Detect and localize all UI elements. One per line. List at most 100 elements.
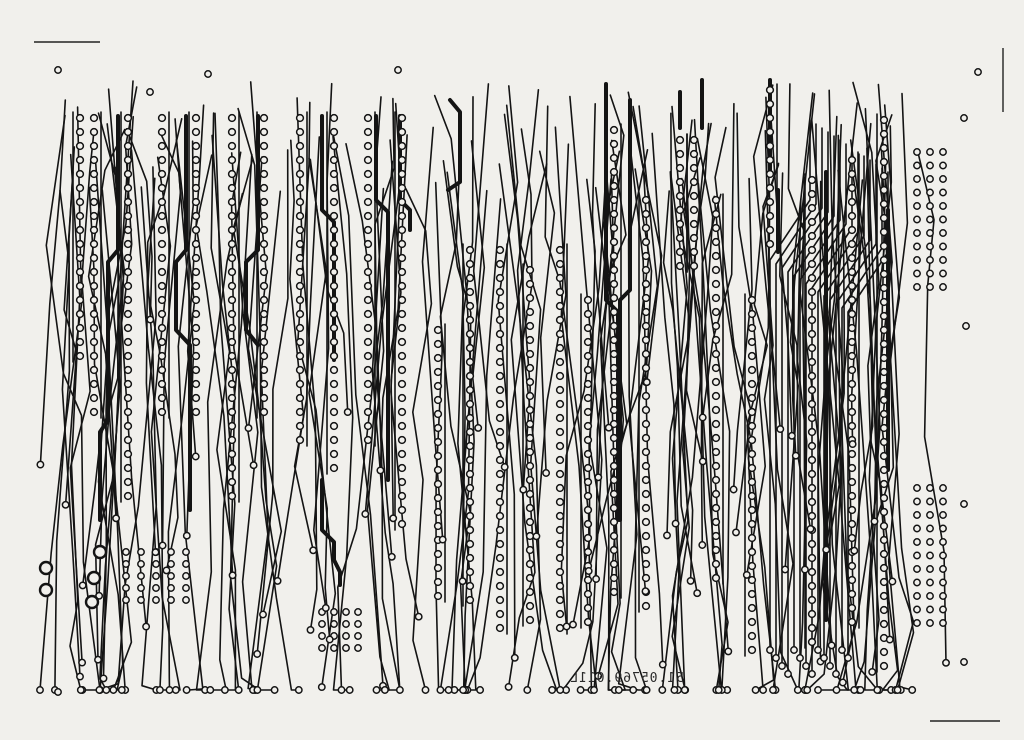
- pad: [75, 225, 85, 235]
- pad: [711, 559, 721, 569]
- pad: [259, 323, 269, 333]
- trace: [586, 178, 608, 691]
- grid-pad: [939, 175, 947, 183]
- pad: [879, 115, 889, 125]
- pad: [879, 171, 889, 181]
- pad: [75, 183, 85, 193]
- grid-pad: [926, 256, 934, 264]
- pad: [847, 365, 857, 375]
- pad: [711, 209, 721, 219]
- pad: [157, 253, 167, 263]
- pad: [555, 413, 565, 423]
- pad: [259, 113, 269, 123]
- pad: [89, 253, 99, 263]
- pad: [847, 421, 857, 431]
- pad: [397, 337, 407, 347]
- pad: [807, 343, 817, 353]
- pad: [879, 661, 889, 671]
- pad: [397, 407, 407, 417]
- pad: [123, 127, 133, 137]
- pad: [609, 223, 619, 233]
- pad: [879, 325, 889, 335]
- pad: [259, 295, 269, 305]
- pad: [675, 261, 685, 271]
- grid-pad: [182, 596, 190, 604]
- pad: [157, 169, 167, 179]
- pad: [641, 279, 651, 289]
- via-pad: [234, 686, 243, 694]
- via-pad: [781, 565, 790, 574]
- pad: [641, 391, 651, 401]
- pad: [807, 511, 817, 521]
- trace: [560, 184, 606, 628]
- grid-pad: [926, 565, 934, 573]
- mounting-hole: [38, 560, 54, 576]
- pad: [583, 533, 593, 543]
- pad: [711, 279, 721, 289]
- pad: [259, 351, 269, 361]
- pad: [807, 553, 817, 563]
- pad: [329, 365, 339, 375]
- via-pad: [395, 686, 404, 694]
- pad: [89, 337, 99, 347]
- pad: [363, 351, 373, 361]
- via-pad: [850, 546, 859, 555]
- trace: [313, 82, 333, 609]
- via-pad: [259, 610, 267, 619]
- pad: [397, 253, 407, 263]
- pad: [847, 407, 857, 417]
- pad: [711, 349, 721, 359]
- pad: [711, 195, 721, 205]
- grid-pad: [939, 592, 947, 600]
- pad: [465, 371, 475, 381]
- pad: [641, 223, 651, 233]
- pad: [879, 283, 889, 293]
- grid-pad: [926, 242, 934, 251]
- trace: [700, 193, 722, 546]
- pad: [689, 177, 699, 187]
- trace: [332, 134, 384, 687]
- grid-pad: [926, 551, 934, 560]
- grid-pad: [926, 484, 934, 492]
- pad: [879, 143, 889, 153]
- via-pad: [642, 686, 651, 694]
- corner-pad: [146, 88, 154, 96]
- pad: [747, 477, 757, 487]
- grid-pad: [913, 269, 921, 278]
- via-pad: [504, 682, 513, 691]
- grid-pad: [122, 548, 130, 556]
- pad: [75, 141, 85, 151]
- pad: [525, 363, 535, 373]
- pad: [329, 239, 339, 249]
- pad: [641, 503, 651, 513]
- via-pad: [389, 514, 398, 523]
- grid-pad: [182, 548, 190, 556]
- pad: [641, 433, 651, 443]
- via-pad: [576, 686, 585, 694]
- pad: [555, 553, 565, 563]
- pad: [227, 337, 237, 347]
- pad: [747, 617, 757, 627]
- grid-pad: [354, 632, 362, 640]
- pad: [879, 381, 889, 391]
- via-pad: [476, 686, 485, 694]
- registration-marks: [34, 41, 1004, 722]
- via-pad: [772, 654, 780, 662]
- trace: [732, 177, 753, 491]
- pad: [583, 407, 593, 417]
- via-pad: [273, 576, 282, 585]
- pad: [583, 337, 593, 347]
- pad: [711, 363, 721, 373]
- mounting-hole: [86, 570, 102, 586]
- pad: [847, 589, 857, 599]
- pad: [641, 475, 651, 485]
- trace: [498, 163, 542, 691]
- pad: [123, 141, 133, 151]
- pad: [847, 197, 857, 207]
- pad: [879, 605, 889, 615]
- pad: [675, 219, 685, 229]
- grid-pad: [913, 242, 921, 251]
- pad: [227, 309, 237, 319]
- pad: [711, 419, 721, 429]
- pad: [807, 203, 817, 213]
